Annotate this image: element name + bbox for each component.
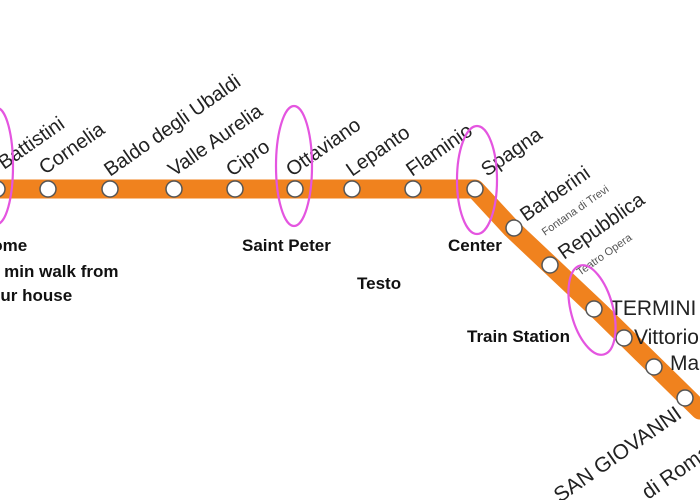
station-label-flaminio: Flaminio (402, 120, 477, 181)
station-dot-baldo-degli-ubaldi[interactable] (101, 180, 119, 198)
annotation-center: Center (448, 236, 502, 255)
annotation-train-station: Train Station (467, 327, 570, 346)
station-dot-manzoni[interactable] (645, 358, 663, 376)
station-dot-cipro[interactable] (226, 180, 244, 198)
station-label-spagna: Spagna (477, 123, 547, 181)
station-dot-termini[interactable] (585, 300, 603, 318)
station-label-termini: TERMINI (610, 297, 696, 320)
station-dot-battistini[interactable] (0, 180, 6, 198)
station-label-barberini: Barberini (516, 162, 594, 226)
station-dot-ottaviano[interactable] (286, 180, 304, 198)
annotation-walk-line-2: our house (0, 286, 72, 305)
annotation-home: Home (0, 236, 27, 255)
station-dot-cornelia[interactable] (39, 180, 57, 198)
station-dot-flaminio[interactable] (404, 180, 422, 198)
annotation-testo: Testo (357, 274, 401, 293)
highlight-ellipse-ottaviano (274, 104, 314, 228)
station-dot-spagna[interactable] (466, 180, 484, 198)
highlight-ellipse-battistini (0, 107, 15, 225)
station-dot-san-giovanni[interactable] (676, 389, 694, 407)
highlight-ellipse-spagna (455, 124, 499, 236)
station-dot-barberini[interactable] (505, 219, 523, 237)
station-label-porta-roma: di Roma (638, 440, 700, 500)
station-label-vittorio: Vittorio (634, 326, 699, 349)
annotation-saint-peter: Saint Peter (242, 236, 331, 255)
station-dot-lepanto[interactable] (343, 180, 361, 198)
highlight-ellipse-termini (567, 264, 617, 356)
station-dot-vittorio[interactable] (615, 329, 633, 347)
annotation-walk-line-1: 5 min walk from (0, 262, 118, 281)
station-dot-repubblica[interactable] (541, 256, 559, 274)
station-dot-valle-aurelia[interactable] (165, 180, 183, 198)
station-label-manzoni: Ma (670, 352, 699, 375)
